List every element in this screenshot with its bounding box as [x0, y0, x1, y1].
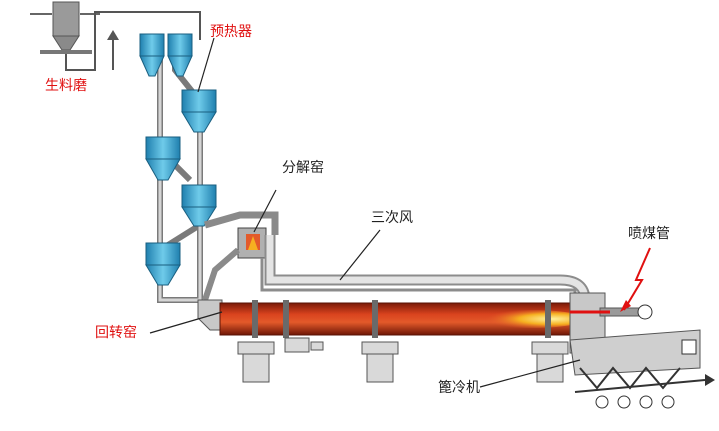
tertiary-air-label: 三次风 [371, 210, 413, 226]
kiln-body [219, 300, 585, 338]
calciner-vessel [202, 211, 279, 301]
preheater-label: 预热器 [210, 24, 252, 40]
leader-lines [149, 37, 581, 388]
grate-cooler-label: 篦冷机 [438, 380, 480, 396]
raw-mill-label: 生料磨 [45, 78, 87, 94]
coal-burner-label: 喷煤管 [628, 226, 670, 242]
raw-mill [30, 1, 201, 71]
calciner-label: 分解窑 [282, 160, 324, 176]
kiln-supports [237, 337, 569, 383]
cyclone-stage [139, 33, 217, 286]
tertiary-air-duct [260, 235, 591, 301]
coal-burner-arrow [620, 247, 651, 312]
rotary-kiln-label: 回转窑 [95, 325, 137, 341]
grate-cooler-unit [569, 329, 715, 409]
